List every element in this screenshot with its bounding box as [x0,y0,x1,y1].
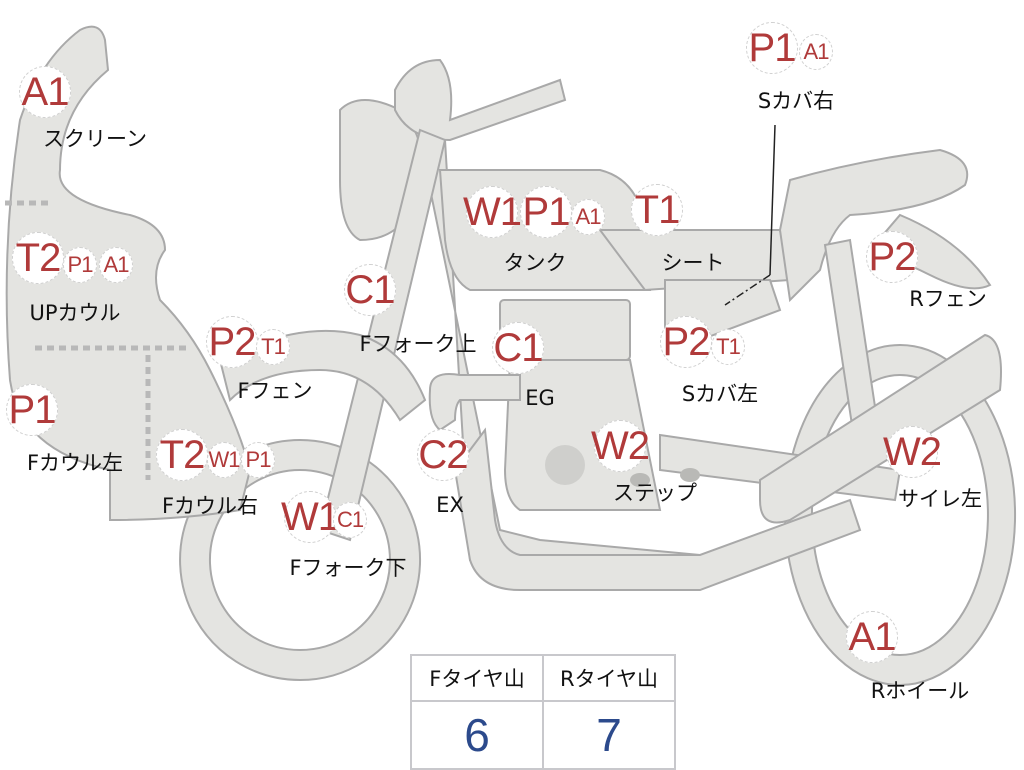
part-label: タンク [503,251,567,275]
handlebar [394,58,567,142]
condition-code-badge: P2 [866,231,918,283]
front-tire-header: Fタイヤ山 [410,654,544,702]
exhaust [428,373,521,432]
engine [503,359,662,511]
rear-wheel [784,344,1017,686]
step-peg [630,473,650,487]
condition-code-badge: P2 [206,316,258,368]
condition-code-badge: C2 [417,429,469,481]
engine-cover [545,445,585,485]
condition-code-badge: W1 [463,186,522,238]
part-label: Rフェン [909,287,987,311]
step-peg-rear [680,468,700,482]
part-label: Sカバ左 [681,382,759,406]
part-label: Rホイール [870,679,970,703]
part-label: Sカバ右 [757,89,835,113]
condition-code-badge: W1 [207,442,241,478]
tail [778,148,969,303]
rear-tire-header: Rタイヤ山 [542,654,676,702]
front-fork [318,128,447,542]
part-label: UPカウル [29,301,121,325]
condition-code-badge: A1 [99,247,133,283]
condition-code-badge: P1 [6,384,58,436]
condition-code-badge: A1 [571,199,605,235]
condition-code-badge: T1 [711,329,745,365]
front-tire-value: 6 [410,700,544,770]
condition-code-badge: A1 [19,66,71,118]
condition-code-badge: P1 [63,247,97,283]
part-label: EG [525,386,555,410]
part-label: Fカウル左 [26,451,124,475]
tire-tread-table: Fタイヤ山 Rタイヤ山 6 7 [410,654,676,770]
condition-code-badge: C1 [344,264,396,316]
part-label: シート [661,251,725,275]
condition-code-badge: W2 [591,420,650,472]
condition-code-badge: T2 [12,232,64,284]
part-label: Fフォーク下 [289,556,407,580]
condition-code-badge: W2 [883,426,942,478]
condition-code-badge: A1 [846,611,898,663]
condition-code-badge: P2 [660,316,712,368]
condition-code-badge: T1 [256,329,290,365]
part-label: サイレ左 [898,487,982,511]
rear-tire-value: 7 [542,700,676,770]
condition-code-badge: P1 [241,442,275,478]
part-label: Fフォーク上 [359,332,477,356]
condition-code-badge: C1 [492,322,544,374]
condition-code-badge: P1 [520,186,572,238]
leader-line-dash [724,274,771,306]
lower-frame [453,427,862,591]
condition-code-badge: W1 [281,491,340,543]
condition-code-badge: T2 [156,429,208,481]
condition-code-badge: A1 [799,34,833,70]
condition-code-badge: C1 [333,502,367,538]
condition-code-badge: T1 [631,184,683,236]
leader-line [769,124,776,276]
part-label: ステップ [613,481,697,505]
part-label: スクリーン [43,127,147,151]
part-label: Fカウル右 [161,494,259,518]
part-label: Fフェン [237,379,313,403]
condition-code-badge: P1 [746,22,798,74]
part-label: EX [436,493,464,517]
silencer [759,333,1002,524]
